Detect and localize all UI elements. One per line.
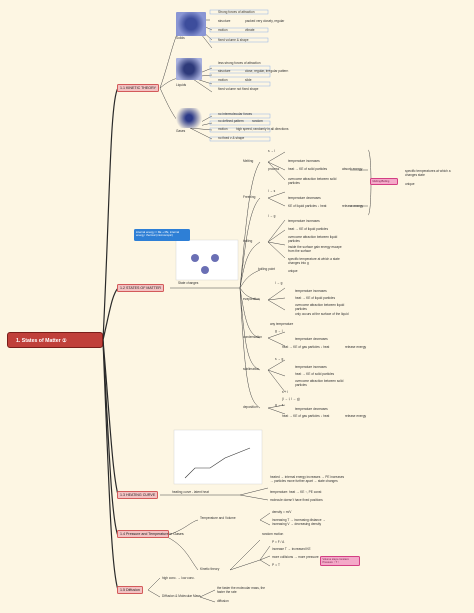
solid-item: Strong forces of attraction	[218, 10, 255, 14]
deposition-item: g → s	[275, 403, 284, 407]
solid-item: vibrate	[245, 28, 255, 32]
boiling-item: temperature increases	[288, 219, 320, 223]
solid-label: Solids	[176, 36, 185, 40]
temp-volume-label: Temperature and Volume	[200, 516, 236, 520]
diffusion-item: high conc. → low conc.	[162, 576, 195, 580]
heating-latent-note: heating curve - latent heat	[172, 490, 209, 494]
gas-item: no intermolecular forces	[218, 112, 253, 116]
node-states-of-matter[interactable]: 1.2 STATES OF MATTER	[117, 284, 164, 292]
deposition-item: release energy	[345, 414, 367, 418]
node-diffusion[interactable]: 1.5 Diffusion	[117, 586, 143, 594]
solid-item: motion	[218, 28, 228, 32]
gas-image	[176, 108, 202, 128]
sublimation-item: s + l	[282, 390, 288, 394]
liquid-item: close, regular, irregular pattern	[245, 69, 289, 73]
condensation-label: condensation	[243, 335, 262, 339]
evaporation-item: any temperature	[270, 322, 294, 326]
condensation-item: g → l	[275, 329, 283, 333]
unique-note: unique	[405, 182, 415, 186]
pressure-item: P ∝ T	[272, 563, 281, 567]
deposition-item: temperature decreases	[295, 407, 328, 411]
melting-boiling-note: Melting/Boiling	[370, 178, 398, 186]
melting-process: process	[268, 167, 280, 171]
condensation-item: release energy	[345, 345, 367, 349]
boiling-item: heat → KE of liquid particles	[288, 227, 329, 231]
sublimation-item: overcome attraction between solid partic…	[295, 379, 344, 387]
pressure-item: density = m/V	[272, 510, 292, 514]
boiling-item: inside the surface gain energy escape fr…	[288, 245, 342, 253]
melting-label: Melting	[243, 159, 254, 163]
melting-item: absorb energy	[342, 167, 363, 171]
gas-item: no defined pattern	[218, 119, 244, 123]
heating-item: heated → internal energy increases → PE …	[270, 475, 345, 483]
melting-item: heat → KE of solid particles	[288, 167, 328, 171]
condensation-item: temperature decreases	[295, 337, 328, 341]
node-kinetic-theory[interactable]: 1.1 KINETIC THEORY	[117, 84, 160, 92]
liquid-item: fixed volume not fixed shape	[218, 87, 259, 91]
diffusion-item: diffusion	[217, 599, 229, 603]
boiling-item: overcome attraction between liquid parti…	[288, 235, 338, 243]
gas-label: Gases	[176, 129, 186, 133]
kinetic-theory-label: Kinetic theory	[200, 567, 220, 571]
pressure-item: more collisions → more pressure	[272, 555, 319, 559]
boiling-point-label: boiling point	[258, 267, 276, 271]
boiling-item: unique	[288, 269, 298, 273]
liquid-item: less strong forces of attraction	[218, 61, 261, 65]
solid-item: fixed volume & shape	[218, 38, 249, 42]
specific-temp-note: specific temperatures at which a changes…	[405, 169, 451, 177]
melting-item: temperature increases	[288, 159, 320, 163]
freezing-item: l → s	[268, 189, 276, 193]
liquid-image	[176, 58, 202, 80]
sublimation-item: s → g	[275, 357, 284, 361]
liquid-item: motion	[218, 78, 228, 82]
evaporation-label: evaporation	[243, 297, 260, 301]
evaporation-item: heat → KE of liquid particles	[295, 296, 336, 300]
root-node[interactable]: 1. States of Matter ①	[7, 332, 103, 348]
boiling-label: boiling	[243, 239, 253, 243]
evaporation-item: l → g	[275, 281, 283, 285]
node-pressure-temperature[interactable]: 1.4 Pressure and Temperature in Gases	[117, 530, 184, 538]
state-changes-label: State changes	[178, 281, 199, 285]
condensation-item: heat → KE of gas particles ↓ heat	[282, 345, 330, 349]
heating-item: temperature: heat → KE ↑, PE const	[270, 490, 322, 494]
pressure-item: increasing T → increasing distance → inc…	[272, 518, 326, 526]
gas-item: high speed, randomly in all directions	[236, 127, 289, 131]
solid-item: packed very closely, regular	[245, 19, 285, 23]
gas-item: motion	[218, 127, 228, 131]
boiling-item: specific temperature at which a state ch…	[288, 257, 340, 265]
liquid-item: structure	[218, 69, 231, 73]
gas-item: random	[252, 119, 263, 123]
pressure-item: P = F / A	[272, 540, 285, 544]
sublimation-item: (l → l, l → g)	[282, 397, 300, 401]
pressure-item: random motion	[262, 532, 284, 536]
sublimation-item: temperature increases	[295, 365, 327, 369]
diffusion-item: Diffusion & Molecular Mass	[162, 594, 201, 598]
sublimation-label: sublimation	[243, 367, 260, 371]
diffusion-item: the faster the molecular mass, the faste…	[217, 586, 266, 594]
heating-item: molecule doesn't have fixed positions	[270, 498, 323, 502]
sublimation-item: heat → KE of solid particles	[295, 372, 335, 376]
pressure-item: increase T → increased KE	[272, 547, 311, 551]
pressure-note: Volume stays constant. Pressure ↑ T ↑	[320, 556, 360, 567]
solid-item: structure	[218, 19, 231, 23]
gas-item: no fixed v & shape	[218, 136, 245, 140]
evaporation-item: temperature increases	[295, 289, 327, 293]
freezing-item: KE of liquid particles ↓ heat	[288, 204, 327, 208]
evaporation-item: only occurs at the surface of the liquid	[295, 312, 349, 316]
deposition-item: heat → KE of gas particles ↓ heat	[282, 414, 330, 418]
internal-energy-note: internal energy = KE + PE, internal ener…	[134, 229, 190, 241]
deposition-label: deposition	[243, 405, 258, 409]
freezing-item: temperature decreases	[288, 196, 321, 200]
solid-image	[176, 12, 206, 36]
liquid-label: Liquids	[176, 83, 187, 87]
melting-item: s → l	[268, 149, 276, 153]
boiling-item: l → g	[268, 214, 276, 218]
evaporation-item: overcome attraction between liquid parti…	[295, 303, 345, 311]
node-heating-curve[interactable]: 1.3 HEATING CURVE	[117, 491, 159, 499]
liquid-item: slide	[245, 78, 252, 82]
melting-item: overcome attraction between solid partic…	[288, 177, 337, 185]
freezing-item: release energy	[342, 204, 364, 208]
freezing-label: Freezing	[243, 195, 256, 199]
